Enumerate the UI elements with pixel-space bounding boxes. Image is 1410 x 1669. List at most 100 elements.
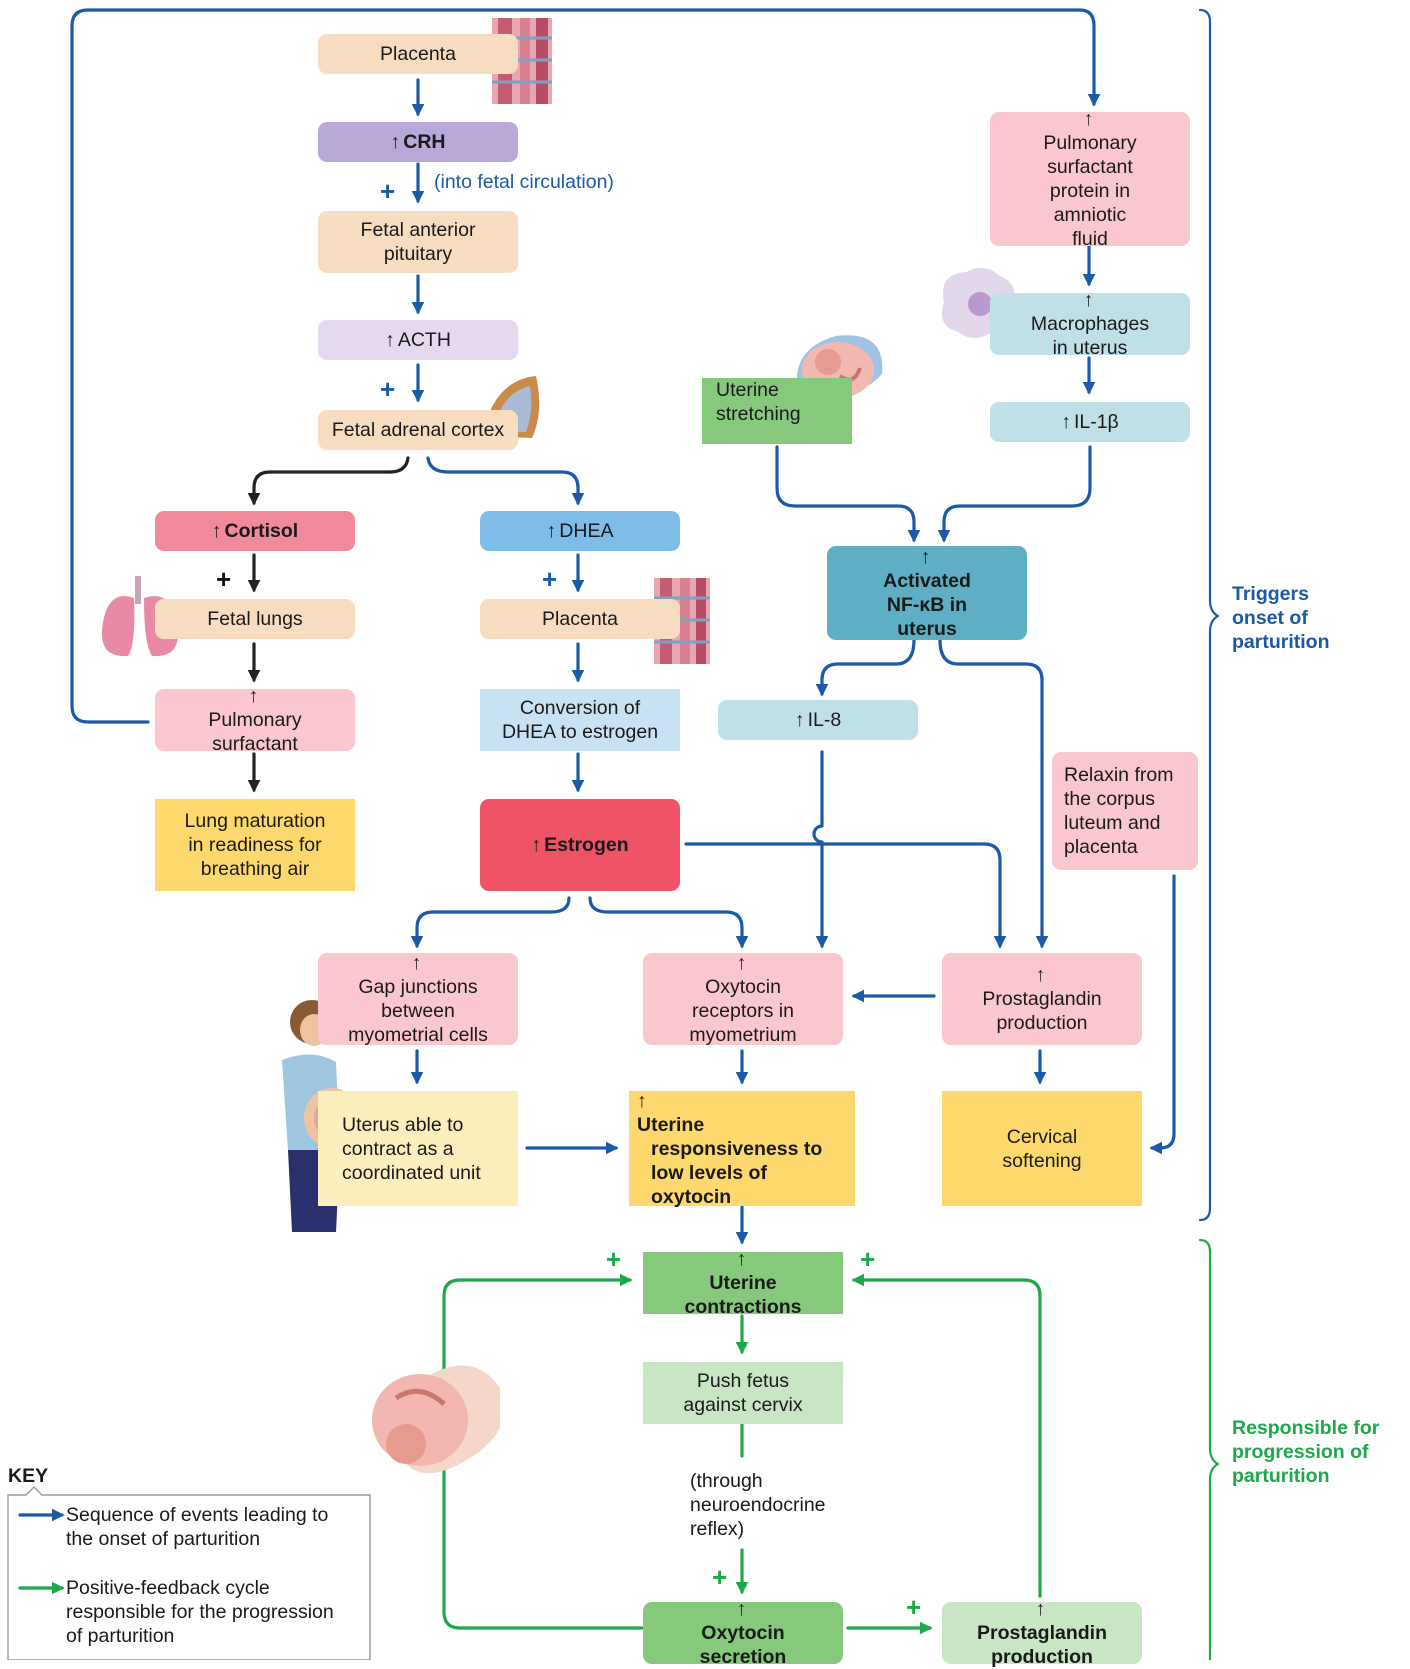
- loop-surfactant-to-lung-feedback: [70, 8, 1101, 724]
- adrenal-label: Fetal adrenal cortex: [331, 419, 505, 441]
- macrophages-line1-text: Macrophages: [1030, 313, 1150, 335]
- stretching-line2: stretching: [716, 403, 801, 425]
- responsiveness-line1-text: Uterine: [637, 1113, 705, 1136]
- triggers-line3: parturition: [1232, 631, 1330, 653]
- push-fetus-line2: against cervix: [683, 1394, 803, 1416]
- push-fetus-box: Push fetus against cervix: [643, 1362, 843, 1424]
- fetal-adrenal-cortex-box: Fetal adrenal cortex: [318, 410, 518, 450]
- key-green-line2: responsible for the progression: [66, 1601, 334, 1623]
- nfkb-line1-text: Activated: [883, 570, 971, 592]
- estrogen-label: Estrogen: [544, 834, 629, 856]
- gap-junctions-box: ↑Gap junctions between myometrial cells: [318, 952, 518, 1046]
- oxytocin-receptors-box: ↑Oxytocin receptors in myometrium: [643, 951, 843, 1046]
- nfkb-line2: NF-κB in: [886, 594, 968, 616]
- lung-maturation-line1: Lung maturation: [184, 810, 326, 832]
- placenta-label: Placenta: [380, 43, 456, 65]
- nfkb-line1: ↑Activated: [883, 545, 971, 593]
- arrow-adrenal-to-dhea: [426, 456, 585, 506]
- receptors-line3: myometrium: [689, 1024, 797, 1046]
- fetus-in-uterus-illustration: [372, 1365, 500, 1474]
- surfactant-protein-line4: amniotic: [1053, 204, 1127, 226]
- contractions-line1: ↑Uterine: [709, 1247, 776, 1295]
- cortisol-box: ↑ Cortisol: [155, 511, 355, 551]
- uterus-able-line3: coordinated unit: [342, 1161, 481, 1184]
- prostaglandin-top-line1-text: Prostaglandin: [982, 988, 1102, 1010]
- arrow-nfkb-to-il8: [815, 638, 916, 697]
- plus-sign: +: [606, 1244, 622, 1274]
- gap-line2: between: [381, 1000, 455, 1022]
- lung-maturation-box: Lung maturation in readiness for breathi…: [155, 799, 355, 891]
- key-blue-entry: Sequence of events leading to the onset …: [66, 1503, 328, 1551]
- neuro-line2: neuroendocrine: [690, 1494, 826, 1516]
- key-blue-line2: the onset of parturition: [66, 1528, 261, 1550]
- relaxin-line1: Relaxin from: [1064, 764, 1174, 786]
- placenta-mid-label: Placenta: [542, 608, 618, 630]
- push-fetus-line1: Push fetus: [696, 1370, 790, 1392]
- contractions-line2: contractions: [684, 1296, 802, 1318]
- up-arrow-icon: ↑: [211, 520, 222, 542]
- surfactant-line1-text: Pulmonary: [208, 709, 302, 731]
- macrophages-line2: in uterus: [1052, 337, 1128, 359]
- gap-line3: myometrial cells: [348, 1024, 488, 1046]
- il8-box: ↑ IL-8: [718, 700, 918, 740]
- prostaglandin-top-line1: ↑Prostaglandin: [982, 963, 1101, 1011]
- responsiveness-line1: ↑Uterine: [637, 1089, 704, 1137]
- triggers-label: Triggers onset of parturition: [1232, 582, 1330, 654]
- plus-sign: +: [380, 176, 396, 206]
- pituitary-line1: Fetal anterior: [360, 219, 476, 241]
- arrow-il8-to-oxytocin-receptors: [812, 750, 829, 949]
- prostaglandin-bottom-line1: ↑Prostaglandin: [977, 1597, 1107, 1645]
- plus-sign: +: [380, 374, 396, 404]
- surfactant-protein-line1-text: Pulmonary: [1043, 132, 1137, 154]
- key-green-entry: Positive-feedback cycle responsible for …: [66, 1576, 334, 1648]
- plus-sign: +: [216, 564, 232, 594]
- up-arrow-icon: ↑: [1083, 108, 1094, 130]
- brace-triggers: [1198, 8, 1220, 1222]
- surfactant-protein-line2: surfactant: [1047, 156, 1133, 178]
- conversion-box: Conversion of DHEA to estrogen: [480, 689, 680, 751]
- up-arrow-icon: ↑: [385, 329, 395, 351]
- responsible-line2: progression of: [1232, 1441, 1369, 1463]
- pulmonary-surfactant-box: ↑Pulmonary surfactant: [155, 685, 355, 755]
- up-arrow-icon: ↑: [531, 834, 542, 856]
- up-arrow-icon: ↑: [1035, 1598, 1046, 1620]
- uterine-stretching-box: Uterine stretching: [702, 378, 852, 444]
- key-title: KEY: [8, 1465, 49, 1487]
- cervical-line1: Cervical: [1006, 1125, 1078, 1148]
- uterus-able-line2: contract as a: [342, 1137, 454, 1160]
- up-arrow-icon: ↑: [411, 952, 422, 974]
- gap-line1-text: Gap junctions: [358, 976, 478, 998]
- relaxin-line3: luteum and: [1064, 812, 1161, 834]
- up-arrow-icon: ↑: [248, 685, 259, 707]
- plus-sign: +: [542, 564, 558, 594]
- up-arrow-icon: ↑: [736, 1598, 747, 1620]
- arrow-stretching-to-nfkb: [775, 445, 921, 543]
- responsiveness-line3: low levels of: [651, 1161, 767, 1184]
- key-green-line3: of parturition: [66, 1625, 175, 1647]
- arrow-estrogen-to-prostaglandin: [684, 842, 1007, 949]
- placenta-box: Placenta: [318, 34, 518, 74]
- surfactant-protein-line3: protein in: [1049, 180, 1131, 202]
- nfkb-line3: uterus: [897, 618, 957, 640]
- receptors-line1: ↑Oxytocin: [705, 951, 781, 999]
- triggers-line1: Triggers: [1232, 583, 1309, 605]
- plus-sign: +: [906, 1592, 922, 1622]
- up-arrow-icon: ↑: [546, 520, 557, 542]
- acth-label: ACTH: [397, 329, 451, 351]
- triggers-line2: onset of: [1232, 607, 1308, 629]
- uterus-able-line1: Uterus able to: [342, 1113, 464, 1136]
- arrow-estrogen-to-gap: [410, 896, 571, 949]
- plus-sign: +: [860, 1244, 876, 1274]
- conversion-line1: Conversion of: [519, 697, 641, 719]
- prostaglandin-bottom-line1-text: Prostaglandin: [976, 1622, 1108, 1644]
- fetal-lungs-label: Fetal lungs: [207, 608, 303, 630]
- surfactant-protein-box: ↑Pulmonary surfactant protein in amnioti…: [990, 108, 1190, 250]
- conversion-line2: DHEA to estrogen: [501, 721, 659, 743]
- neuro-line3: reflex): [690, 1518, 745, 1540]
- surfactant-line1: ↑Pulmonary: [208, 684, 301, 732]
- responsible-line1: Responsible for: [1232, 1417, 1380, 1439]
- il1b-box: ↑ IL-1β: [990, 402, 1190, 442]
- surfactant-protein-line1: ↑Pulmonary: [1043, 107, 1136, 155]
